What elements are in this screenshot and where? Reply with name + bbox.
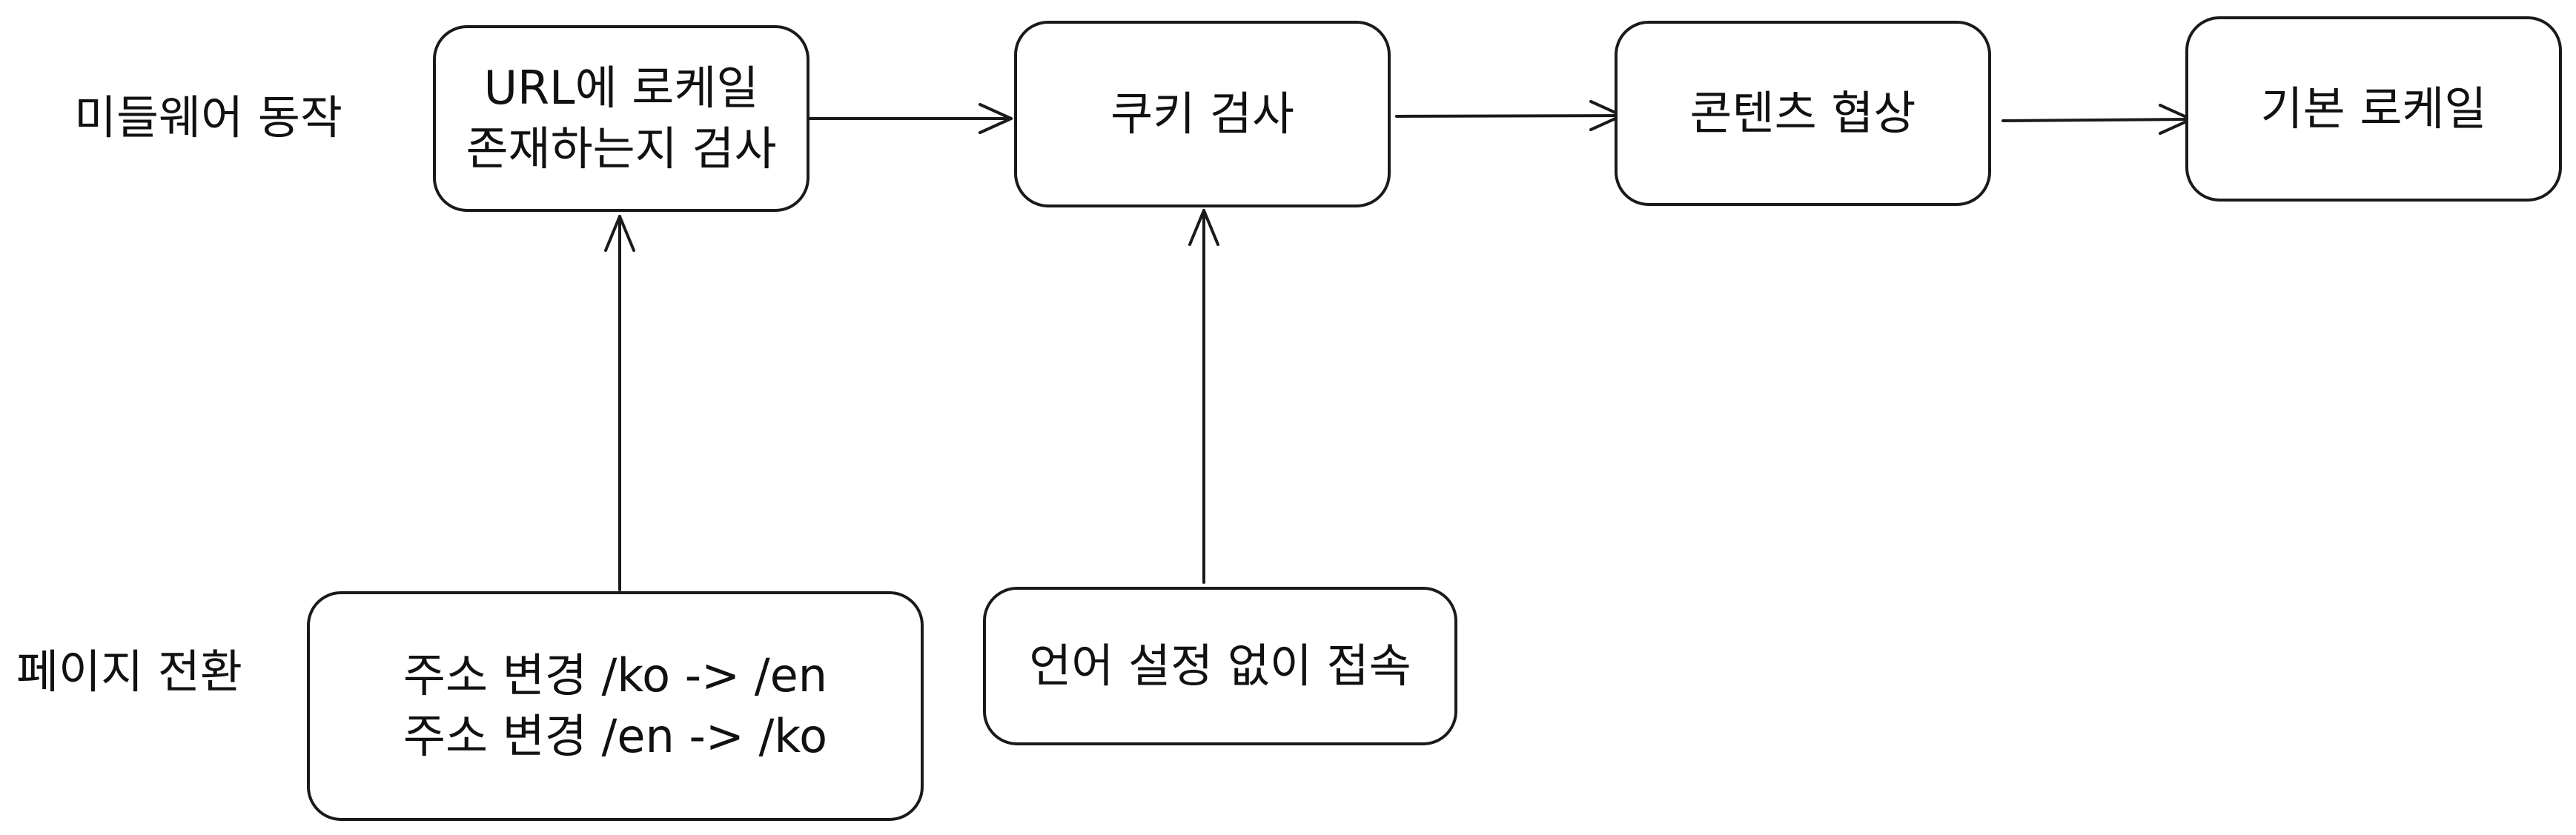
node-text-line-1: URL에 로케일 (483, 61, 759, 116)
arrowhead-switch-to-url (604, 215, 635, 252)
node-default-locale: 기본 로케일 (2185, 16, 2562, 202)
arrowhead-url-to-cookie (979, 103, 1013, 134)
node-text-line-2: 존재하는지 검사 (466, 122, 777, 176)
arrow-negotiation-to-default (2001, 118, 2193, 122)
node-text: 쿠키 검사 (1110, 87, 1294, 142)
node-address-switch: 주소 변경 /ko -> /en 주소 변경 /en -> /ko (307, 591, 924, 821)
node-text-line-1: 주소 변경 /ko -> /en (403, 648, 828, 703)
node-content-negotiation: 콘텐츠 협상 (1615, 21, 1991, 206)
node-visit-without-setting: 언어 설정 없이 접속 (983, 587, 1457, 745)
node-cookie-check: 쿠키 검사 (1014, 21, 1391, 207)
node-text: 언어 설정 없이 접속 (1029, 639, 1411, 693)
row-label-middleware: 미들웨어 동작 (74, 90, 342, 144)
node-text-line-2: 주소 변경 /en -> /ko (403, 709, 828, 763)
row-label-page-transition: 페이지 전환 (16, 645, 242, 699)
node-url-locale-check: URL에 로케일 존재하는지 검사 (433, 25, 809, 212)
node-text: 기본 로케일 (2260, 81, 2487, 136)
arrowhead-nosetting-to-cookie (1188, 209, 1219, 246)
node-text: 콘텐츠 협상 (1689, 86, 1916, 141)
